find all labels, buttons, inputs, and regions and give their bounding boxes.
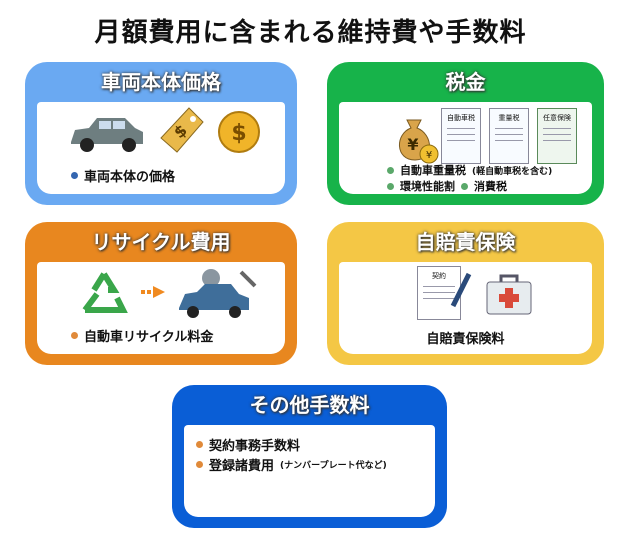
panel-heading: 税金 bbox=[445, 70, 486, 94]
coin-icon: $ bbox=[218, 111, 260, 153]
money-bag-icon: ¥¥ bbox=[399, 119, 439, 164]
other-fees-panel: その他手数料 契約事務手数料 登録諸費用(ナンバープレート代など) bbox=[172, 385, 447, 528]
insurance-caption: 自賠責保険料 bbox=[426, 332, 505, 347]
vehicle-price-panel: 車両本体価格 $ $ 車両本体の価格 bbox=[25, 62, 297, 205]
first-aid-kit-icon bbox=[486, 274, 532, 315]
recycle-panel: リサイクル費用 自動車リサイクル料金 bbox=[25, 222, 297, 365]
document-icon: 重量税 bbox=[489, 108, 529, 164]
tax-panel: 税金 ¥¥ 自動車税 重量税 任意保険 自動車重量税(軽自動車税を含む) 環境性… bbox=[327, 62, 604, 205]
insurance-panel: 自賠責保険 契約 自賠責保険料 bbox=[327, 222, 604, 365]
bullet-icon bbox=[196, 461, 203, 468]
list-item: 契約事務手数料 bbox=[196, 435, 300, 454]
document-icon: 自動車税 bbox=[441, 108, 481, 164]
recycle-icon bbox=[82, 272, 128, 313]
bullet-icon bbox=[461, 182, 468, 190]
document-icon: 任意保険 bbox=[537, 108, 577, 164]
panel-heading: 自賠責保険 bbox=[415, 230, 516, 254]
bullet-icon bbox=[387, 182, 394, 190]
price-tag-icon: $ bbox=[160, 107, 204, 153]
panel-heading: 車両本体価格 bbox=[101, 70, 221, 94]
arrow-icon bbox=[141, 286, 165, 298]
list-item: 登録諸費用(ナンバープレート代など) bbox=[196, 455, 387, 474]
bullet-icon bbox=[71, 172, 78, 179]
car-repair-icon bbox=[179, 269, 257, 318]
page-title: 月額費用に含まれる維持費や手数料 bbox=[94, 18, 527, 48]
list-item: 自動車リサイクル料金 bbox=[71, 326, 213, 345]
pen-icon bbox=[450, 272, 472, 308]
svg-text:$: $ bbox=[231, 121, 246, 146]
list-item: 自動車重量税(軽自動車税を含む) bbox=[387, 162, 552, 178]
list-item: 車両本体の価格 bbox=[71, 166, 175, 185]
panel-heading: その他手数料 bbox=[249, 393, 370, 417]
car-icon bbox=[71, 118, 143, 152]
bullet-icon bbox=[71, 332, 78, 339]
bullet-icon bbox=[387, 166, 394, 174]
svg-text:¥: ¥ bbox=[407, 135, 418, 154]
bullet-icon bbox=[196, 441, 203, 448]
panel-heading: リサイクル費用 bbox=[91, 230, 231, 254]
svg-text:¥: ¥ bbox=[426, 150, 432, 161]
list-item: 環境性能割消費税 bbox=[387, 178, 507, 194]
